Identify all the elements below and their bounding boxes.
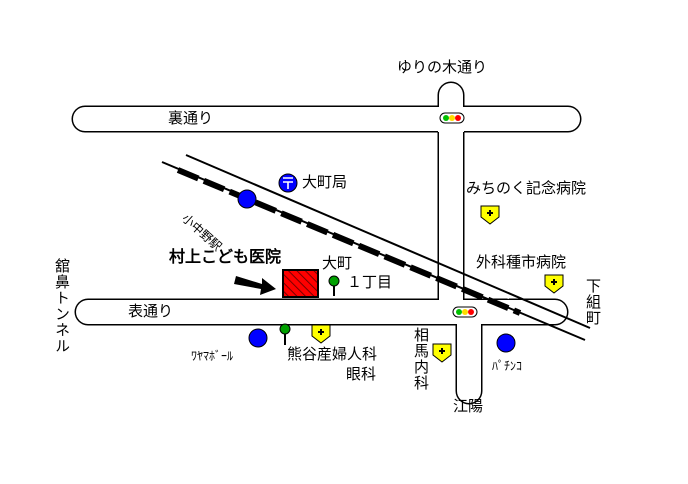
label-ura-dori: 裏通り — [168, 109, 214, 127]
label-clinic: 村上こども医院 — [169, 247, 282, 266]
label-geka-tane-hospital: 外科種市病院 — [476, 253, 567, 271]
label-shimokumi-cho: 下組町 — [584, 278, 602, 326]
post-office-icon — [278, 173, 298, 193]
label-waya-bowl: ﾜﾔﾏﾎﾞｰﾙ — [191, 349, 234, 363]
blue-circle-icon — [496, 333, 516, 353]
label-omachi: 大町 — [322, 254, 353, 272]
label-omachi-1chome: １丁目 — [347, 273, 393, 291]
label-post-office: 大町局 — [302, 173, 348, 191]
label-ganka: 眼科 — [346, 365, 377, 383]
traffic-light-icon — [439, 112, 465, 124]
hospital-cross-icon — [432, 343, 452, 363]
label-omote-dori: 表通り — [128, 302, 174, 320]
blue-circle-icon — [248, 328, 268, 348]
tree-icon — [328, 275, 340, 296]
blue-circle-icon — [237, 189, 257, 209]
label-michinoku-hospital: みちのく記念病院 — [466, 179, 587, 197]
clinic-arrow — [234, 276, 276, 295]
label-soma-naika: 相馬内科 — [412, 327, 430, 391]
hospital-cross-icon — [480, 205, 500, 225]
label-pachinko: ﾊﾟﾁﾝｺ — [492, 359, 523, 373]
railway — [161, 154, 591, 341]
hospital-cross-icon — [544, 274, 564, 294]
clinic-building — [282, 269, 319, 298]
label-yuri-no-ki-dori: ゆりの木通り — [397, 58, 488, 76]
label-eyo: 江陽 — [453, 397, 484, 415]
hospital-cross-icon — [311, 324, 331, 344]
traffic-light-icon — [452, 306, 478, 318]
label-kumagai: 熊谷産婦人科 — [287, 345, 378, 363]
label-tate-hana-tunnel: 舘鼻トンネル — [53, 258, 71, 354]
tree-icon — [279, 323, 291, 345]
